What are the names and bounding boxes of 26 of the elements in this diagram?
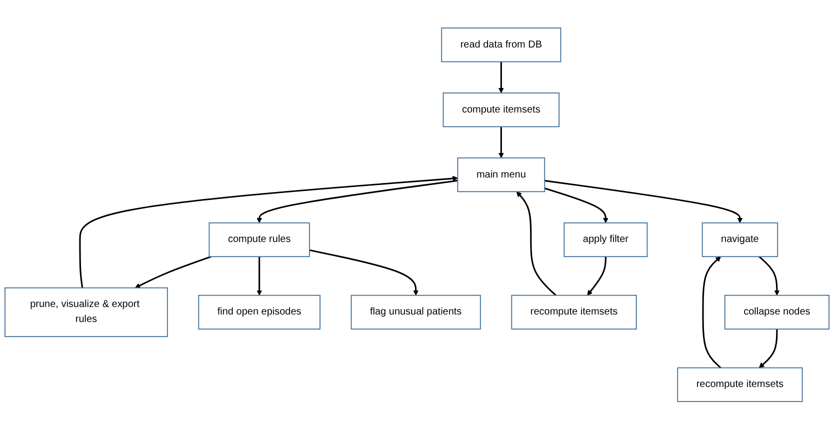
arrow xyxy=(256,256,262,296)
arrow xyxy=(544,188,608,224)
arrow xyxy=(702,256,722,369)
node-box: prune, visualize & export rules xyxy=(4,288,168,338)
node-box: read data from DB xyxy=(441,28,562,62)
arrow xyxy=(256,180,458,224)
arrow xyxy=(498,62,504,94)
node-box: main menu xyxy=(457,158,546,192)
node-box: recompute itemsets xyxy=(677,368,803,402)
node-box: collapse nodes xyxy=(724,295,830,330)
arrow xyxy=(758,256,780,296)
node-box: recompute itemsets xyxy=(511,295,637,330)
arrow xyxy=(544,180,743,224)
node-box: navigate xyxy=(702,222,778,258)
arrow xyxy=(516,192,556,296)
arrow xyxy=(79,176,458,288)
node-box: compute rules xyxy=(208,222,310,258)
arrow xyxy=(587,256,606,296)
node-box: apply filter xyxy=(564,222,648,258)
arrow xyxy=(134,256,212,288)
arrow xyxy=(309,250,419,296)
node-box: flag unusual patients xyxy=(350,295,481,330)
node-box: compute itemsets xyxy=(442,92,560,128)
arrow xyxy=(498,126,504,158)
node-box: find open episodes xyxy=(198,295,320,330)
arrow xyxy=(758,329,778,368)
